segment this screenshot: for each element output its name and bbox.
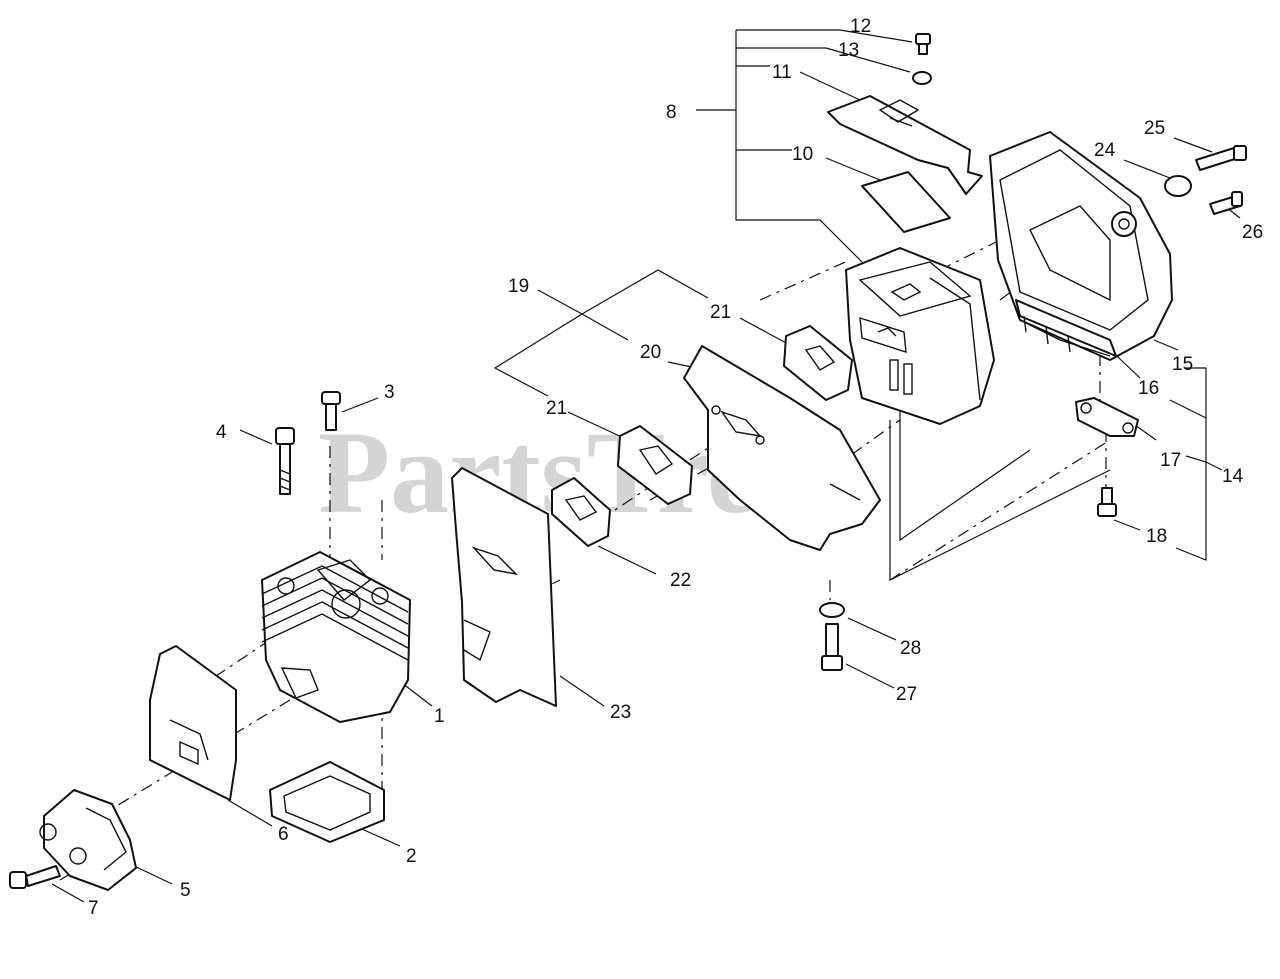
callout-28: 28 <box>900 638 921 659</box>
part-15-cover <box>989 131 1173 361</box>
callout-22: 22 <box>670 570 691 591</box>
part-13-washer <box>912 71 932 85</box>
part-16-bracket <box>1015 299 1117 357</box>
callout-13: 13 <box>838 40 859 61</box>
callout-21-lower: 21 <box>546 398 567 419</box>
callout-1: 1 <box>434 706 445 727</box>
part-23-heat-shield <box>451 467 557 707</box>
callout-2: 2 <box>406 846 417 867</box>
callout-5: 5 <box>180 880 191 901</box>
callout-23: 23 <box>610 702 631 723</box>
muffler-body <box>845 247 995 425</box>
callout-21-upper: 21 <box>710 302 731 323</box>
callout-7: 7 <box>88 898 99 919</box>
part-3-screw <box>321 391 341 431</box>
callout-19: 19 <box>508 276 529 297</box>
part-7-bolt <box>9 865 61 889</box>
part-1-cylinder <box>261 551 411 723</box>
callout-4: 4 <box>216 422 227 443</box>
callout-17: 17 <box>1160 450 1181 471</box>
part-20-plate <box>683 345 881 551</box>
callout-15: 15 <box>1172 354 1193 375</box>
part-18-screw <box>1097 487 1117 517</box>
part-6-gasket-plate <box>149 645 237 801</box>
callout-6: 6 <box>278 824 289 845</box>
part-17-plate <box>1075 397 1139 437</box>
leader-lines <box>51 29 1241 903</box>
part-28-washer <box>819 602 845 618</box>
part-11-shield <box>827 95 983 195</box>
part-12-screw <box>915 33 931 55</box>
part-2-gasket <box>269 761 385 843</box>
part-4-bolt <box>275 427 295 495</box>
callout-10: 10 <box>792 144 813 165</box>
part-5-intake <box>39 789 137 891</box>
callout-12: 12 <box>850 16 871 37</box>
callout-18: 18 <box>1146 526 1167 547</box>
part-22-spacer <box>551 477 611 547</box>
part-21-upper-gasket <box>783 325 853 401</box>
callout-8: 8 <box>666 102 677 123</box>
callout-26: 26 <box>1242 222 1263 243</box>
part-10-gasket <box>861 171 951 233</box>
callout-24: 24 <box>1094 140 1116 161</box>
callout-20: 20 <box>640 342 661 363</box>
part-21-lower-gasket <box>617 425 693 505</box>
callout-14: 14 <box>1222 466 1244 487</box>
part-25-bolt <box>1195 145 1247 171</box>
callout-3: 3 <box>384 382 395 403</box>
part-27-screw <box>821 623 843 671</box>
callout-27: 27 <box>896 684 917 705</box>
callout-25: 25 <box>1144 118 1165 139</box>
part-26-bolt <box>1209 191 1243 215</box>
callout-16: 16 <box>1138 378 1159 399</box>
callout-11: 11 <box>772 62 792 83</box>
part-24-washer <box>1164 175 1192 197</box>
callout-labels: 1 2 3 4 5 6 7 8 10 11 12 13 14 15 16 17 … <box>88 16 1263 919</box>
